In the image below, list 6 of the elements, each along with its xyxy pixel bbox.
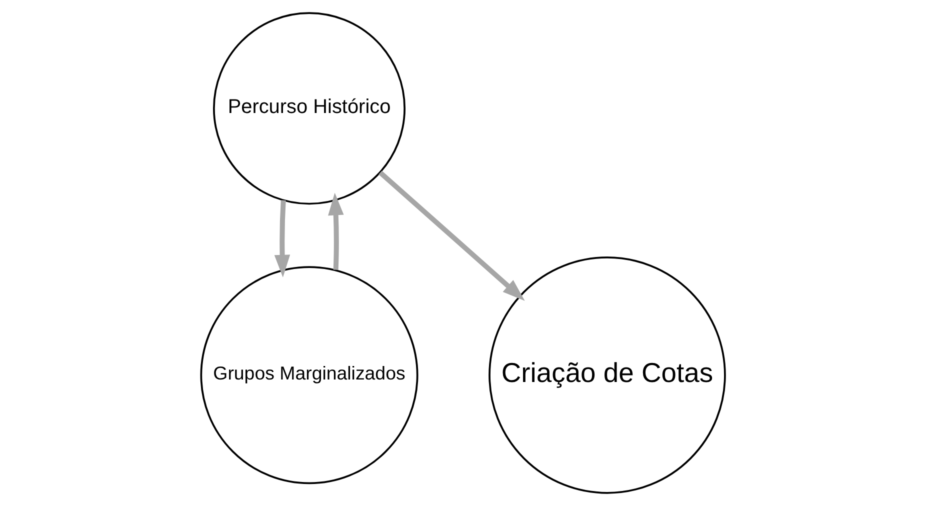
node-circle: Percurso Histórico (212, 12, 406, 205)
arrow (378, 170, 524, 301)
arrow (328, 192, 344, 270)
arrow (274, 200, 290, 278)
node-circle: Grupos Marginalizados (200, 266, 418, 484)
node-circle: Criação de Cotas (488, 256, 726, 494)
